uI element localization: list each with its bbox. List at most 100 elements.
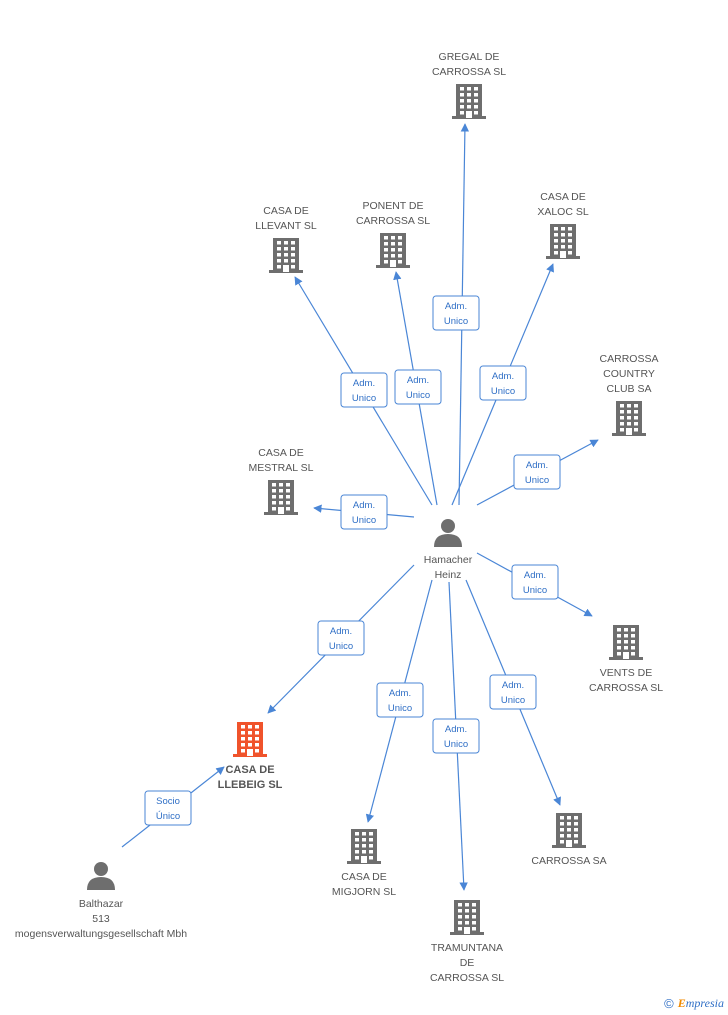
node-label: GREGAL DE — [439, 51, 500, 63]
node-label: CARROSSA SL — [430, 972, 504, 984]
edge-label-llevant[interactable]: Adm. Unico — [340, 372, 388, 408]
edge-label-text: Adm. — [445, 724, 467, 735]
node-tramuntana[interactable]: TRAMUNTANA DE CARROSSA SL — [430, 900, 504, 984]
edge-label-text: Único — [156, 811, 180, 822]
edge-label-text: Adm. — [330, 626, 352, 637]
edge-label-text: Unico — [388, 703, 412, 714]
node-vents[interactable]: VENTS DE CARROSSA SL — [589, 625, 663, 694]
edge-label-text: Unico — [444, 316, 468, 327]
edge-label-carrossa[interactable]: Adm.Unico — [489, 674, 537, 710]
edge-label-text: Adm. — [353, 378, 375, 389]
edge-label-text: Adm. — [502, 680, 524, 691]
edge-label-text: Unico — [406, 390, 430, 401]
node-country[interactable]: CARROSSA COUNTRY CLUB SA — [600, 353, 659, 436]
node-label: TRAMUNTANA — [431, 942, 503, 954]
building-icon — [347, 829, 381, 864]
edge-label-text: Adm. — [389, 688, 411, 699]
edge-label-box — [479, 365, 527, 401]
edge-label-text: Unico — [523, 585, 547, 596]
edge-label-text: Unico — [352, 393, 376, 404]
node-label: CARROSSA SL — [356, 215, 430, 227]
edge-label-migjorn[interactable]: Adm. Unico — [376, 682, 424, 718]
node-ponent[interactable]: PONENT DE CARROSSA SL — [356, 200, 430, 268]
edge-label-box — [340, 494, 388, 530]
node-label: MESTRAL SL — [249, 462, 314, 474]
building-icon — [269, 238, 303, 273]
edge-label-box — [144, 790, 192, 826]
edge-label-text: Unico — [525, 475, 549, 486]
building-icon — [450, 900, 484, 935]
node-label: LLEBEIG SL — [218, 779, 283, 791]
edge-label-box — [489, 674, 537, 710]
node-label: CARROSSA SL — [432, 66, 506, 78]
node-label: Heinz — [435, 569, 462, 581]
node-label: COUNTRY — [603, 368, 655, 380]
brand-name: mpresia — [685, 996, 724, 1010]
node-balthazar[interactable]: Balthazar 513 mogensverwaltungsgesellschaf… — [15, 862, 187, 940]
edge-label-box — [340, 372, 388, 408]
node-label: CASA DE — [341, 871, 387, 883]
building-icon — [376, 233, 410, 268]
node-label: XALOC SL — [537, 206, 589, 218]
footer-brand[interactable]: © Empresia — [664, 996, 724, 1011]
node-xaloc[interactable]: CASA DE XALOC SL — [537, 191, 589, 259]
copyright-icon: © — [664, 996, 674, 1011]
brand-logo: Empresia — [678, 996, 724, 1011]
edge-label-mestral[interactable]: Adm. Unico — [340, 494, 388, 530]
building-icon — [546, 224, 580, 259]
node-label: Hamacher — [424, 554, 473, 566]
edge-label-box — [376, 682, 424, 718]
brand-initial: E — [677, 996, 686, 1010]
node-label: CASA DE — [225, 764, 274, 776]
edge-label-text: Unico — [491, 386, 515, 397]
edge-label-text: Adm. — [492, 371, 514, 382]
node-label: CASA DE — [540, 191, 586, 203]
edge-label-text: Unico — [352, 515, 376, 526]
edge-label-gregal[interactable]: Adm.Unico — [432, 295, 480, 331]
node-label: PONENT DE — [362, 200, 423, 212]
edge-label-vents[interactable]: Adm.Unico — [511, 564, 559, 600]
edge-label-box — [432, 295, 480, 331]
person-icon — [434, 519, 462, 547]
edge-label-ponent[interactable]: Adm.Unico — [394, 369, 442, 405]
edge-label-text: Unico — [444, 739, 468, 750]
edge-label-text: Socio — [156, 796, 180, 807]
edge-label-llebeig[interactable]: Adm. Unico — [317, 620, 365, 656]
edge-label-text: Adm. — [353, 500, 375, 511]
building-icon — [552, 813, 586, 848]
edge-labels-layer: Adm.UnicoAdm.UnicoAdm.UnicoAdm.UnicoAdm.… — [144, 295, 561, 826]
edge-label-box — [394, 369, 442, 405]
edge-label-box — [511, 564, 559, 600]
node-label: 513 — [92, 913, 110, 925]
building-icon — [612, 401, 646, 436]
node-label: mogensverwaltungsgesellschaft Mbh — [15, 928, 187, 940]
edge-label-text: Unico — [329, 641, 353, 652]
node-label: CARROSSA SL — [589, 682, 663, 694]
node-label: DE — [460, 957, 475, 969]
node-carrossa[interactable]: CARROSSA SA — [531, 813, 607, 867]
building-icon — [233, 722, 267, 757]
node-label: CLUB SA — [607, 383, 652, 395]
node-label: Balthazar — [79, 898, 124, 910]
node-label: CASA DE — [263, 205, 309, 217]
edge-label-tramuntana[interactable]: Adm. Unico — [432, 718, 480, 754]
building-icon — [264, 480, 298, 515]
node-label: CARROSSA SA — [531, 855, 606, 867]
edge-label-country[interactable]: Adm. Unico — [513, 454, 561, 490]
node-label: VENTS DE — [600, 667, 653, 679]
edge-label-box — [432, 718, 480, 754]
edge-label-box — [317, 620, 365, 656]
building-icon — [609, 625, 643, 660]
node-llebeig[interactable]: CASA DE LLEBEIG SL — [218, 722, 283, 791]
node-gregal[interactable]: GREGAL DE CARROSSA SL — [432, 51, 506, 119]
person-icon — [87, 862, 115, 890]
node-label: CARROSSA — [600, 353, 659, 365]
edge-label-xaloc[interactable]: Adm. Unico — [479, 365, 527, 401]
edge-label-text: Adm. — [526, 460, 548, 471]
